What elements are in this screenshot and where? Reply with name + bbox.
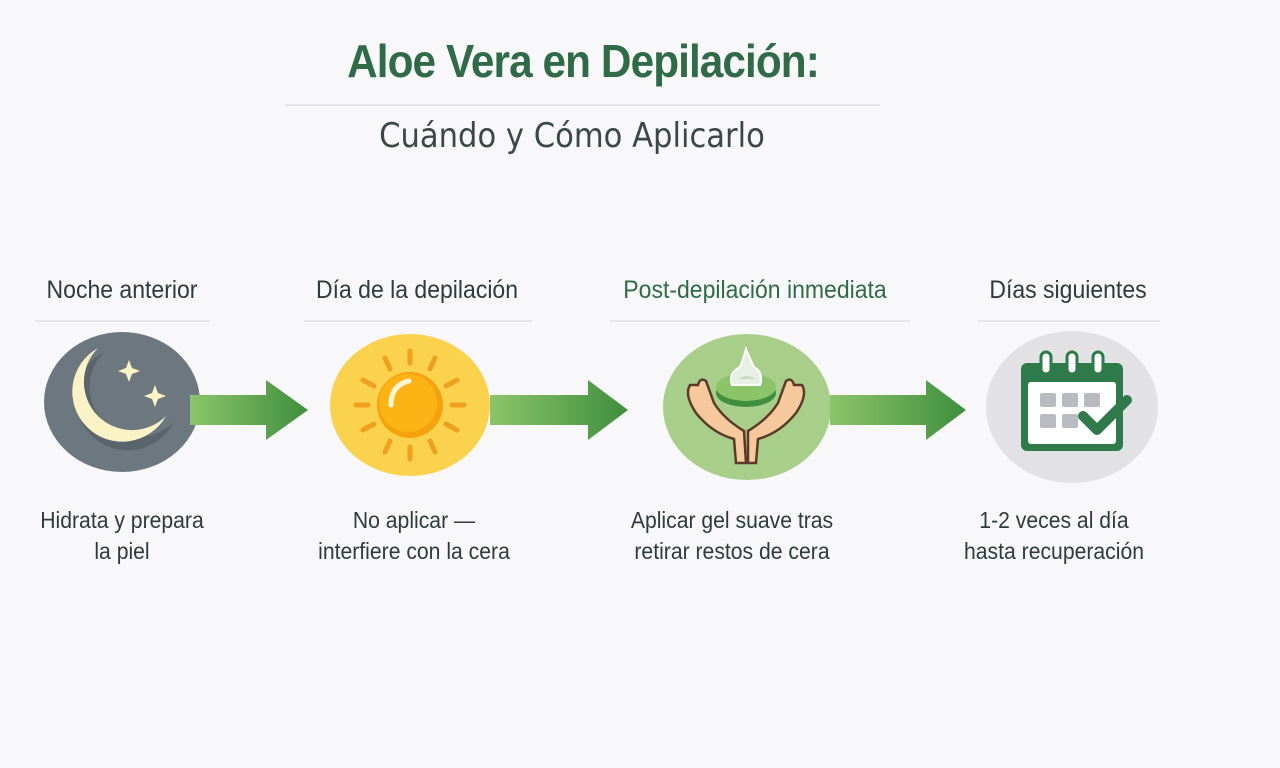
- step-2-desc-line-2: interfiere con la cera: [318, 538, 510, 564]
- step-2-divider: [304, 320, 532, 322]
- page-subtitle: Cuándo y Cómo Aplicarlo: [379, 116, 765, 156]
- step-4-heading: Días siguientes: [989, 276, 1147, 304]
- arrow-right-icon: [490, 380, 628, 440]
- step-3-desc-line-2: retirar restos de cera: [634, 538, 830, 564]
- step-2-desc-line-1: No aplicar —: [352, 507, 476, 533]
- arrow-right-icon: [830, 380, 966, 440]
- step-2-description: No aplicar — interfiere con la cera: [276, 505, 552, 567]
- step-3-desc-line-1: Aplicar gel suave tras: [630, 507, 834, 533]
- step-1-heading: Noche anterior: [46, 276, 198, 304]
- step-3-divider: [610, 320, 910, 322]
- step-4-desc-line-2: hasta recuperación: [964, 538, 1144, 564]
- step-1-desc-line-1: Hidrata y prepara: [40, 507, 204, 533]
- arrow-right-icon: [190, 380, 308, 440]
- moon-stars-icon: [44, 332, 200, 472]
- step-4-divider: [978, 320, 1160, 322]
- step-3-description: Aplicar gel suave tras retirar restos de…: [576, 505, 889, 567]
- calendar-check-icon: [986, 331, 1158, 483]
- hands-gel-icon: [663, 334, 831, 480]
- step-1-divider: [35, 320, 210, 322]
- step-4-desc-line-1: 1-2 veces al día: [979, 507, 1129, 533]
- sun-icon: [330, 334, 490, 476]
- step-1-desc-line-2: la piel: [94, 538, 150, 564]
- step-4-description: 1-2 veces al día hasta recuperación: [916, 505, 1192, 567]
- title-divider: [285, 104, 880, 106]
- step-2-heading: Día de la depilación: [315, 276, 519, 304]
- step-3-heading: Post-depilación inmediata: [623, 276, 887, 304]
- page-title: Aloe Vera en Depilación:: [347, 35, 820, 87]
- step-1-description: Hidrata y prepara la piel: [0, 505, 260, 567]
